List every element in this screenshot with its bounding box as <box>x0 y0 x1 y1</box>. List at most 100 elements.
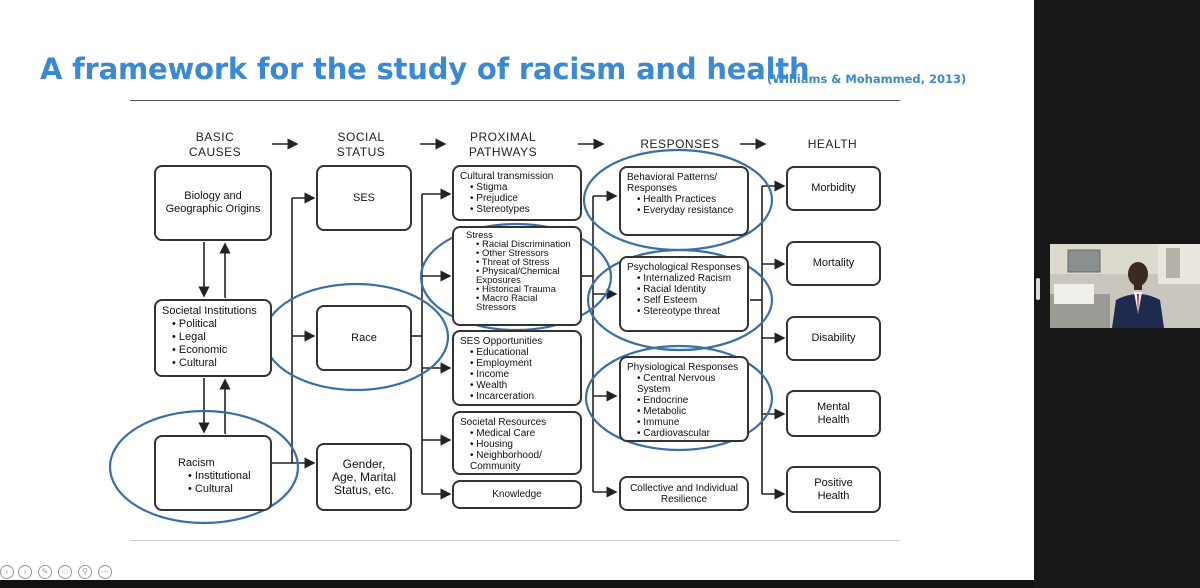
header-proximal-line1: PROXIMAL <box>469 130 536 144</box>
institutions-list: Political Legal Economic Cultural <box>162 318 264 370</box>
pen-icon[interactable]: ✎ <box>38 565 52 579</box>
box-biology: Biology and Geographic Origins <box>154 165 272 241</box>
box-race: Race <box>316 305 412 371</box>
list-item: Housing <box>470 439 574 450</box>
list-item: Immune <box>637 417 741 428</box>
list-item: Neighborhood/ Community <box>470 450 574 472</box>
box-stress: Stress Racial Discrimination Other Stres… <box>452 226 582 326</box>
behavioral-title: Behavioral Patterns/ Responses <box>627 172 718 194</box>
physiological-title: Physiological Responses <box>627 362 739 373</box>
box-positive-health: Positive Health <box>786 466 881 513</box>
box-psychological: Psychological Responses Internalized Rac… <box>619 256 749 332</box>
list-item: Incarceration <box>470 391 574 402</box>
header-proximal-line2: PATHWAYS <box>468 145 538 159</box>
box-physiological: Physiological Responses Central Nervous … <box>619 356 749 442</box>
resources-title: Societal Resources <box>460 417 547 428</box>
footer-divider <box>130 540 900 541</box>
header-social-line2: STATUS <box>336 145 386 159</box>
box-ses: SES <box>316 165 412 231</box>
list-item: Institutional <box>188 470 264 483</box>
list-item: Stereotypes <box>470 204 574 215</box>
highlight-ellipse-physiological <box>584 344 774 452</box>
list-item: Central Nervous System <box>637 373 741 395</box>
list-item: Income <box>470 369 574 380</box>
highlight-ellipse-racism <box>108 409 300 525</box>
box-gender-age: Gender, Age, Marital Status, etc. <box>316 443 412 511</box>
resources-list: Medical Care Housing Neighborhood/ Commu… <box>460 428 574 472</box>
prev-slide-icon[interactable]: ‹ <box>0 565 14 579</box>
webcam-video-thumbnail[interactable] <box>1050 244 1200 328</box>
list-item: Self Esteem <box>637 295 741 306</box>
list-item: Racial Identity <box>637 284 741 295</box>
physiological-list: Central Nervous System Endocrine Metabol… <box>627 373 741 439</box>
header-responses: RESPONSES <box>640 137 720 151</box>
title-divider <box>130 100 900 101</box>
header-basic-line1: BASIC <box>195 130 235 144</box>
list-item: Stigma <box>470 182 574 193</box>
racism-title: Racism <box>178 457 215 469</box>
box-mental-health: Mental Health <box>786 390 881 437</box>
list-item: Other Stressors <box>476 249 574 259</box>
slide-citation: (Williams & Mohammed, 2013) <box>767 72 967 86</box>
box-mortality: Mortality <box>786 241 881 286</box>
list-item: Employment <box>470 358 574 369</box>
list-item: Racial Discrimination <box>476 240 574 250</box>
header-basic-line2: CAUSES <box>188 145 242 159</box>
list-item: Internalized Racism <box>637 273 741 284</box>
psychological-title: Psychological Responses <box>627 262 741 273</box>
behavioral-list: Health Practices Everyday resistance <box>627 194 741 216</box>
cultural-title: Cultural transmission <box>460 171 554 182</box>
presentation-slide: A framework for the study of racism and … <box>0 0 1034 580</box>
box-knowledge: Knowledge <box>452 480 582 509</box>
institutions-title: Societal Institutions <box>162 305 257 317</box>
stress-list: Racial Discrimination Other Stressors Th… <box>466 240 574 313</box>
ses-opportunities-list: Educational Employment Income Wealth Inc… <box>460 347 574 402</box>
list-item: Educational <box>470 347 574 358</box>
next-slide-icon[interactable]: › <box>18 565 32 579</box>
stress-title: Stress <box>466 230 493 241</box>
list-item: Legal <box>172 331 264 344</box>
box-cultural-transmission: Cultural transmission Stigma Prejudice S… <box>452 165 582 221</box>
box-societal-resources: Societal Resources Medical Care Housing … <box>452 411 582 475</box>
list-item: Endocrine <box>637 395 741 406</box>
panel-resize-handle[interactable] <box>1036 278 1040 300</box>
header-proximal-pathways: PROXIMAL PATHWAYS <box>458 130 548 160</box>
zoom-icon[interactable]: ⚲ <box>78 565 92 579</box>
list-item: Everyday resistance <box>637 205 741 216</box>
racism-list: Institutional Cultural <box>178 470 264 496</box>
slide-title: A framework for the study of racism and … <box>40 52 810 86</box>
box-societal-institutions: Societal Institutions Political Legal Ec… <box>154 299 272 377</box>
list-item: Macro Racial Stressors <box>476 294 574 313</box>
box-morbidity: Morbidity <box>786 166 881 211</box>
header-health: HEALTH <box>807 137 858 151</box>
list-item: Political <box>172 318 264 331</box>
list-item: Economic <box>172 344 264 357</box>
list-item: Threat of Stress <box>476 258 574 268</box>
box-racism: Racism Institutional Cultural <box>154 435 272 511</box>
slides-icon[interactable]: □ <box>58 565 72 579</box>
list-item: Metabolic <box>637 406 741 417</box>
box-ses-opportunities: SES Opportunities Educational Employment… <box>452 330 582 406</box>
diagram-connectors <box>108 138 786 525</box>
webcam-scene <box>1050 244 1200 328</box>
list-item: Wealth <box>470 380 574 391</box>
list-item: Cultural <box>172 357 264 370</box>
list-item: Historical Trauma <box>476 285 574 295</box>
list-item: Medical Care <box>470 428 574 439</box>
list-item: Health Practices <box>637 194 741 205</box>
box-disability: Disability <box>786 316 881 361</box>
more-options-icon[interactable]: ⋯ <box>98 565 112 579</box>
list-item: Cardiovascular <box>637 428 741 439</box>
header-social-status: SOCIAL STATUS <box>326 130 396 160</box>
list-item: Prejudice <box>470 193 574 204</box>
list-item: Physical/Chemical Exposures <box>476 267 574 286</box>
header-basic-causes: BASIC CAUSES <box>180 130 250 160</box>
psychological-list: Internalized Racism Racial Identity Self… <box>627 273 741 317</box>
box-behavioral: Behavioral Patterns/ Responses Health Pr… <box>619 166 749 236</box>
cultural-list: Stigma Prejudice Stereotypes <box>460 182 574 215</box>
ses-opportunities-title: SES Opportunities <box>460 336 543 347</box>
list-item: Stereotype threat <box>637 306 741 317</box>
highlight-ellipse-psychological <box>586 248 774 352</box>
taskbar-strip <box>0 580 1034 588</box>
list-item: Cultural <box>188 483 264 496</box>
